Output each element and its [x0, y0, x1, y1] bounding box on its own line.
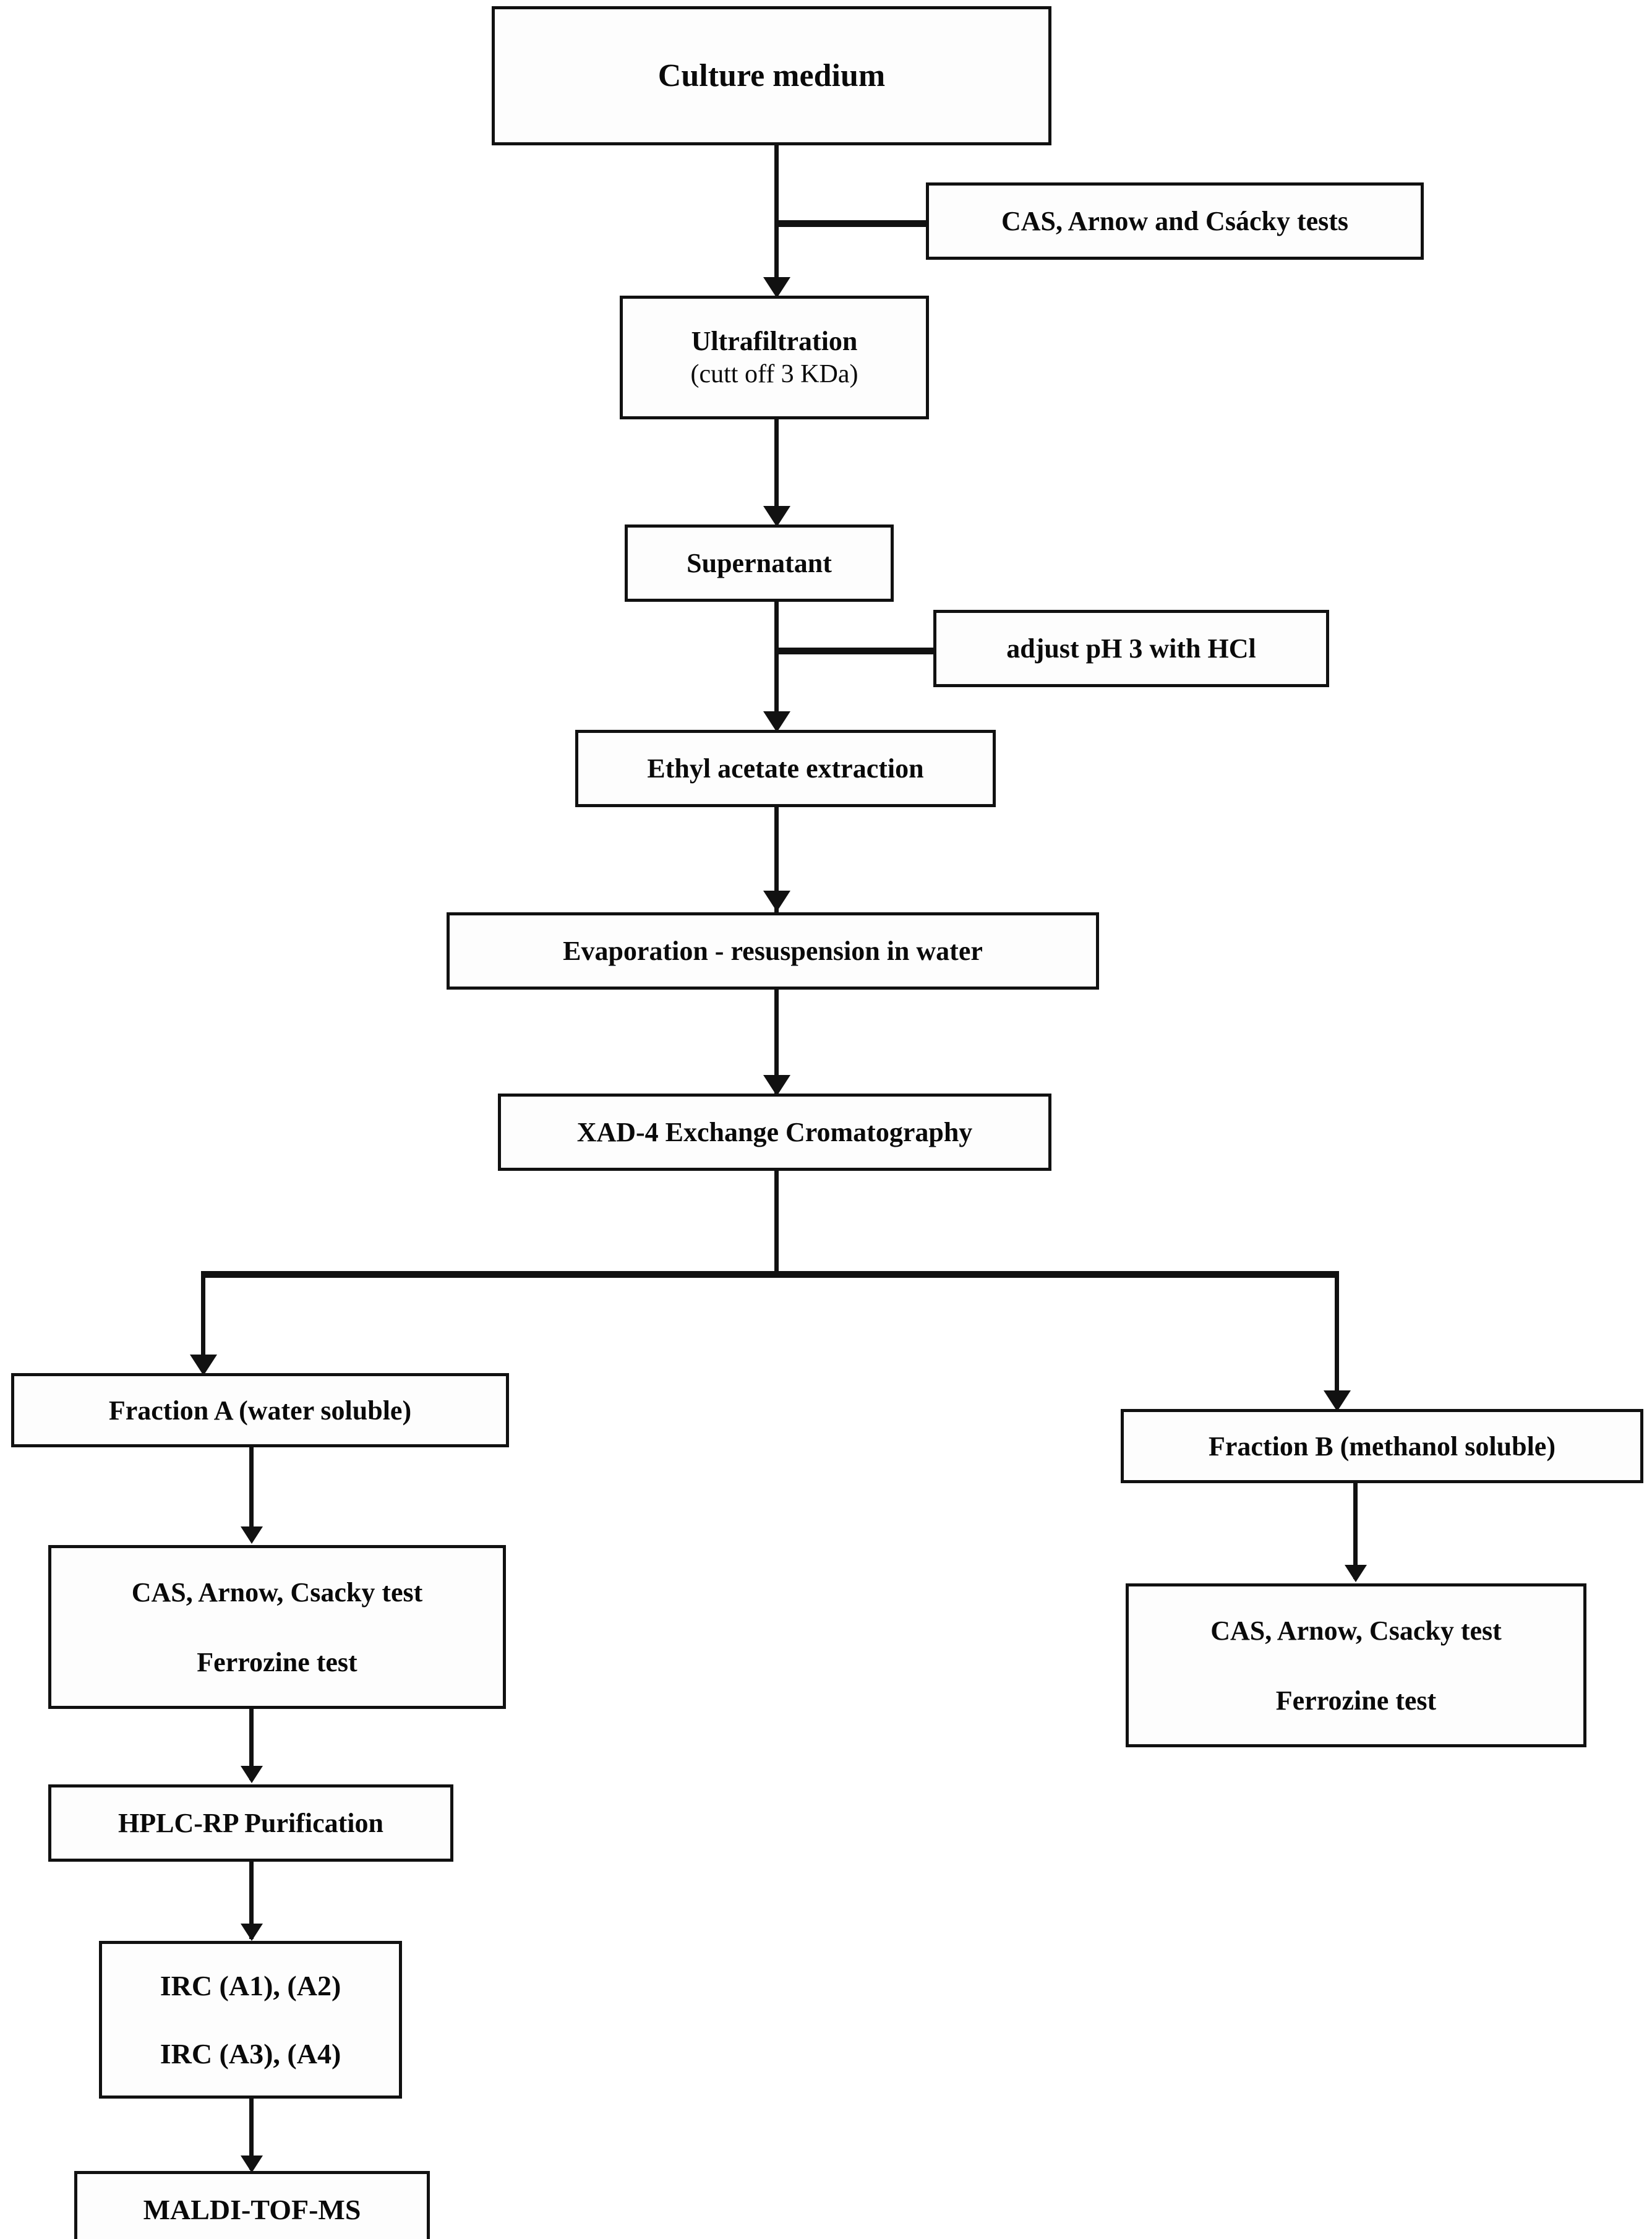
node-irc-line1: IRC (A1), (A2): [160, 1970, 341, 2001]
connector-evaporation-to-xad4: [774, 990, 779, 1107]
arrowhead-supernatant: [763, 506, 790, 527]
node-xad4-chromatography-label: XAD-4 Exchange Cromatography: [576, 1117, 973, 1147]
connector-supernatant-to-ethyl-acetate: [774, 602, 779, 726]
node-cas-arnow-csacky-tests-label: CAS, Arnow and Csácky tests: [1001, 206, 1349, 236]
connector-fraction-b-to-tests-b: [1353, 1483, 1358, 1579]
connector-xad4-to-split: [774, 1171, 779, 1275]
node-supernatant: Supernatant: [625, 524, 894, 602]
arrowhead-hplc: [241, 1766, 263, 1783]
node-fraction-b: Fraction B (methanol soluble): [1121, 1409, 1643, 1483]
node-irc: IRC (A1), (A2) IRC (A3), (A4): [99, 1941, 402, 2099]
node-adjust-ph-label: adjust pH 3 with HCl: [1006, 633, 1256, 664]
node-ethyl-acetate-extraction-label: Ethyl acetate extraction: [647, 753, 924, 784]
arrowhead-tests-b: [1345, 1565, 1367, 1582]
node-adjust-ph: adjust pH 3 with HCl: [933, 610, 1329, 687]
node-tests-b: CAS, Arnow, Csacky test Ferrozine test: [1126, 1583, 1586, 1747]
node-hplc-rp-label: HPLC-RP Purification: [118, 1808, 383, 1838]
node-ultrafiltration: Ultrafiltration (cutt off 3 KDa): [620, 296, 929, 419]
node-xad4-chromatography: XAD-4 Exchange Cromatography: [498, 1094, 1051, 1171]
arrowhead-ultrafiltration: [763, 277, 790, 298]
node-irc-line2: IRC (A3), (A4): [160, 2037, 341, 2070]
node-culture-medium-label: Culture medium: [657, 58, 886, 93]
node-tests-a: CAS, Arnow, Csacky test Ferrozine test: [48, 1545, 506, 1709]
connector-fraction-a-to-tests-a: [249, 1447, 254, 1540]
node-maldi: MALDI-TOF-MS: [74, 2171, 430, 2239]
arrowhead-evaporation: [763, 891, 790, 912]
arrowhead-xad4: [763, 1075, 790, 1096]
node-tests-b-line1: CAS, Arnow, Csacky test: [1210, 1615, 1502, 1646]
split-bar: [201, 1271, 1339, 1278]
connector-tests-a-to-hplc: [249, 1709, 254, 1780]
arrowhead-tests-a: [241, 1526, 263, 1544]
connector-split-to-fraction-b: [1335, 1271, 1339, 1404]
node-fraction-b-label: Fraction B (methanol soluble): [1209, 1431, 1556, 1462]
connector-split-to-fraction-a: [201, 1271, 205, 1370]
arrowhead-fraction-b: [1324, 1390, 1351, 1411]
node-maldi-label: MALDI-TOF-MS: [143, 2193, 361, 2225]
node-cas-arnow-csacky-tests: CAS, Arnow and Csácky tests: [926, 182, 1424, 260]
node-evaporation-label: Evaporation - resuspension in water: [563, 936, 983, 966]
node-ultrafiltration-line1: Ultrafiltration: [691, 326, 858, 357]
node-tests-a-line1: CAS, Arnow, Csacky test: [131, 1577, 423, 1608]
arrowhead-ethyl-acetate: [763, 711, 790, 732]
arrowhead-fraction-a: [190, 1355, 217, 1376]
node-fraction-a-label: Fraction A (water soluble): [108, 1395, 412, 1426]
node-fraction-a: Fraction A (water soluble): [11, 1373, 509, 1447]
connector-culture-to-ultrafiltration: [774, 145, 779, 291]
node-ethyl-acetate-extraction: Ethyl acetate extraction: [575, 730, 996, 807]
node-culture-medium: Culture medium: [492, 6, 1051, 145]
arrowhead-irc: [241, 1924, 263, 1941]
arrowhead-maldi: [241, 2156, 263, 2173]
connector-ethyl-acetate-to-evaporation: [774, 807, 779, 925]
connector-hplc-to-irc: [249, 1862, 254, 1939]
node-hplc-rp: HPLC-RP Purification: [48, 1784, 453, 1862]
connector-to-cas-tests: [774, 220, 929, 227]
node-tests-b-line2: Ferrozine test: [1275, 1685, 1437, 1716]
node-evaporation: Evaporation - resuspension in water: [447, 912, 1099, 990]
connector-irc-to-maldi: [249, 2099, 254, 2170]
node-tests-a-line2: Ferrozine test: [197, 1646, 357, 1677]
connector-ultrafiltration-to-supernatant: [774, 419, 779, 518]
node-supernatant-label: Supernatant: [687, 548, 832, 578]
connector-to-adjust-ph: [774, 648, 936, 654]
node-ultrafiltration-line2: (cutt off 3 KDa): [690, 360, 858, 389]
